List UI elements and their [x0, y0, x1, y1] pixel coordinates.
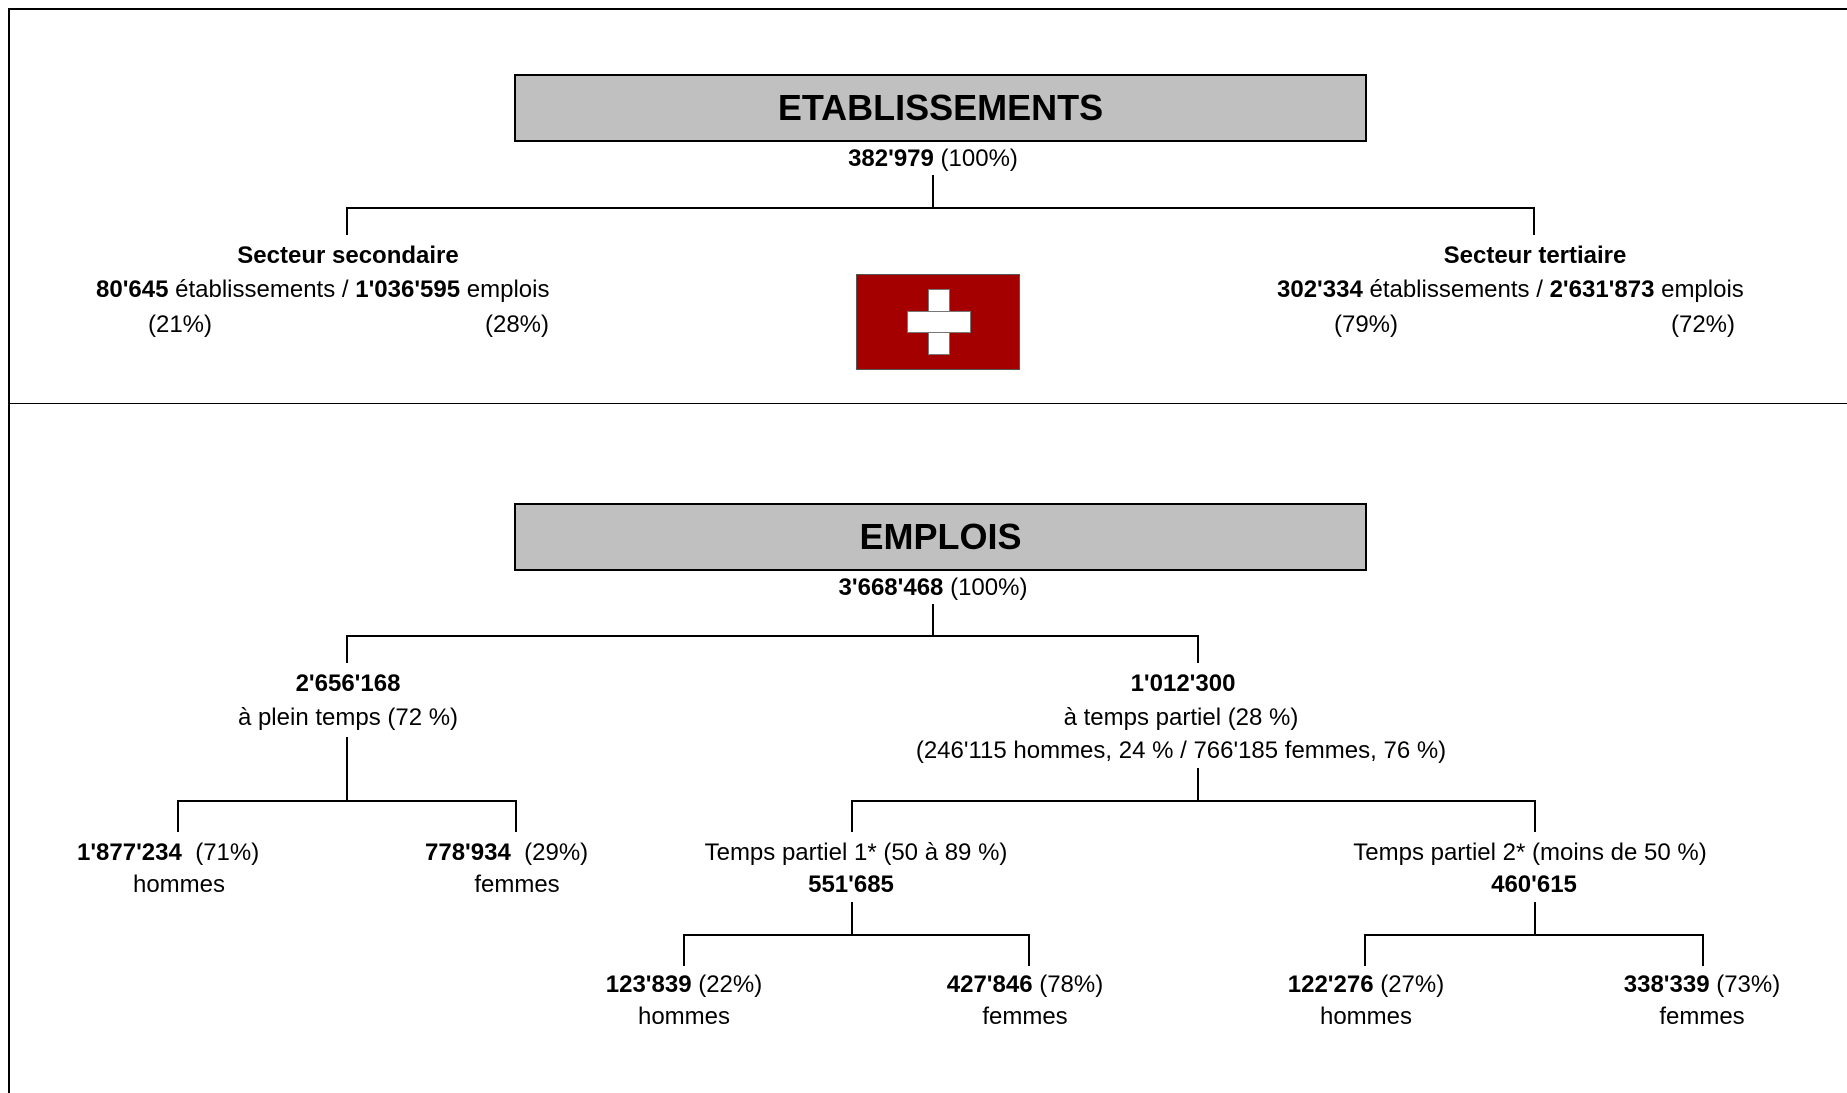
partiel1-value: 551'685 [808, 871, 894, 898]
connector [1534, 800, 1536, 832]
connector [851, 902, 853, 935]
partiel-detail: (246'115 hommes, 24 % / 766'185 femmes, … [915, 737, 1447, 764]
partiel2-femmes-value: 338'339 (73%) [1623, 971, 1781, 998]
etablissements-total: 382'979 (100%) [848, 145, 1018, 172]
partiel1-hommes-value: 123'839 (22%) [605, 971, 763, 998]
emplois-header: EMPLOIS [514, 503, 1367, 571]
partiel1-femmes-value: 427'846 (78%) [946, 971, 1104, 998]
secteur-tertiaire-values: 302'334 établissements / 2'631'873 emplo… [1277, 276, 1744, 303]
connector [177, 800, 517, 802]
connector [1197, 768, 1199, 801]
connector [851, 800, 1536, 802]
connector [346, 635, 348, 663]
connector [346, 207, 348, 235]
partiel2-femmes-label: femmes [1659, 1003, 1745, 1030]
secteur-secondaire-emplois-pct: (28%) [484, 311, 550, 338]
plein-temps-label: à plein temps (72 %) [237, 704, 459, 731]
secteur-tertiaire-emplois-pct: (72%) [1670, 311, 1736, 338]
partiel2-hommes-label: hommes [1319, 1003, 1413, 1030]
connector [1028, 934, 1030, 966]
connector [683, 934, 685, 966]
connector [346, 207, 1535, 209]
connector [346, 737, 348, 801]
connector [932, 175, 934, 208]
emplois-total: 3'668'468 (100%) [838, 574, 1028, 601]
etablissements-header: ETABLISSEMENTS [514, 74, 1367, 142]
etablissements-title: ETABLISSEMENTS [777, 87, 1104, 128]
partiel-label: à temps partiel (28 %) [1063, 704, 1299, 731]
secteur-secondaire-etab-pct: (21%) [147, 311, 213, 338]
plein-hommes-label: hommes [132, 871, 226, 898]
frame-border-left [8, 8, 10, 1093]
connector [1364, 934, 1704, 936]
secteur-secondaire-values: 80'645 établissements / 1'036'595 emploi… [96, 276, 550, 303]
partiel2-value: 460'615 [1491, 871, 1577, 898]
plein-temps-value: 2'656'168 [295, 670, 401, 697]
section-divider [8, 403, 1847, 404]
plein-hommes-value: 1'877'234 (71%) [77, 839, 260, 866]
partiel1-femmes-label: femmes [982, 1003, 1068, 1030]
plein-femmes-value: 778'934 (29%) [425, 839, 589, 866]
connector [1702, 934, 1704, 966]
secteur-secondaire-heading: Secteur secondaire [237, 242, 459, 269]
frame-border-top [8, 8, 1847, 10]
partiel-value: 1'012'300 [1130, 670, 1236, 697]
connector [177, 800, 179, 832]
swiss-flag-icon [856, 274, 1020, 370]
partiel1-hommes-label: hommes [637, 1003, 731, 1030]
partiel2-hommes-value: 122'276 (27%) [1287, 971, 1445, 998]
connector [683, 934, 1030, 936]
emplois-title: EMPLOIS [859, 516, 1022, 557]
connector [1533, 207, 1535, 235]
connector [851, 800, 853, 832]
plein-femmes-label: femmes [474, 871, 560, 898]
connector [1534, 902, 1536, 935]
secteur-tertiaire-heading: Secteur tertiaire [1443, 242, 1627, 269]
connector [1197, 635, 1199, 663]
connector [1364, 934, 1366, 966]
connector [346, 635, 1199, 637]
partiel1-label: Temps partiel 1* (50 à 89 %) [704, 839, 1008, 866]
secteur-tertiaire-etab-pct: (79%) [1333, 311, 1399, 338]
connector [932, 604, 934, 636]
partiel2-label: Temps partiel 2* (moins de 50 %) [1353, 839, 1707, 866]
connector [515, 800, 517, 832]
